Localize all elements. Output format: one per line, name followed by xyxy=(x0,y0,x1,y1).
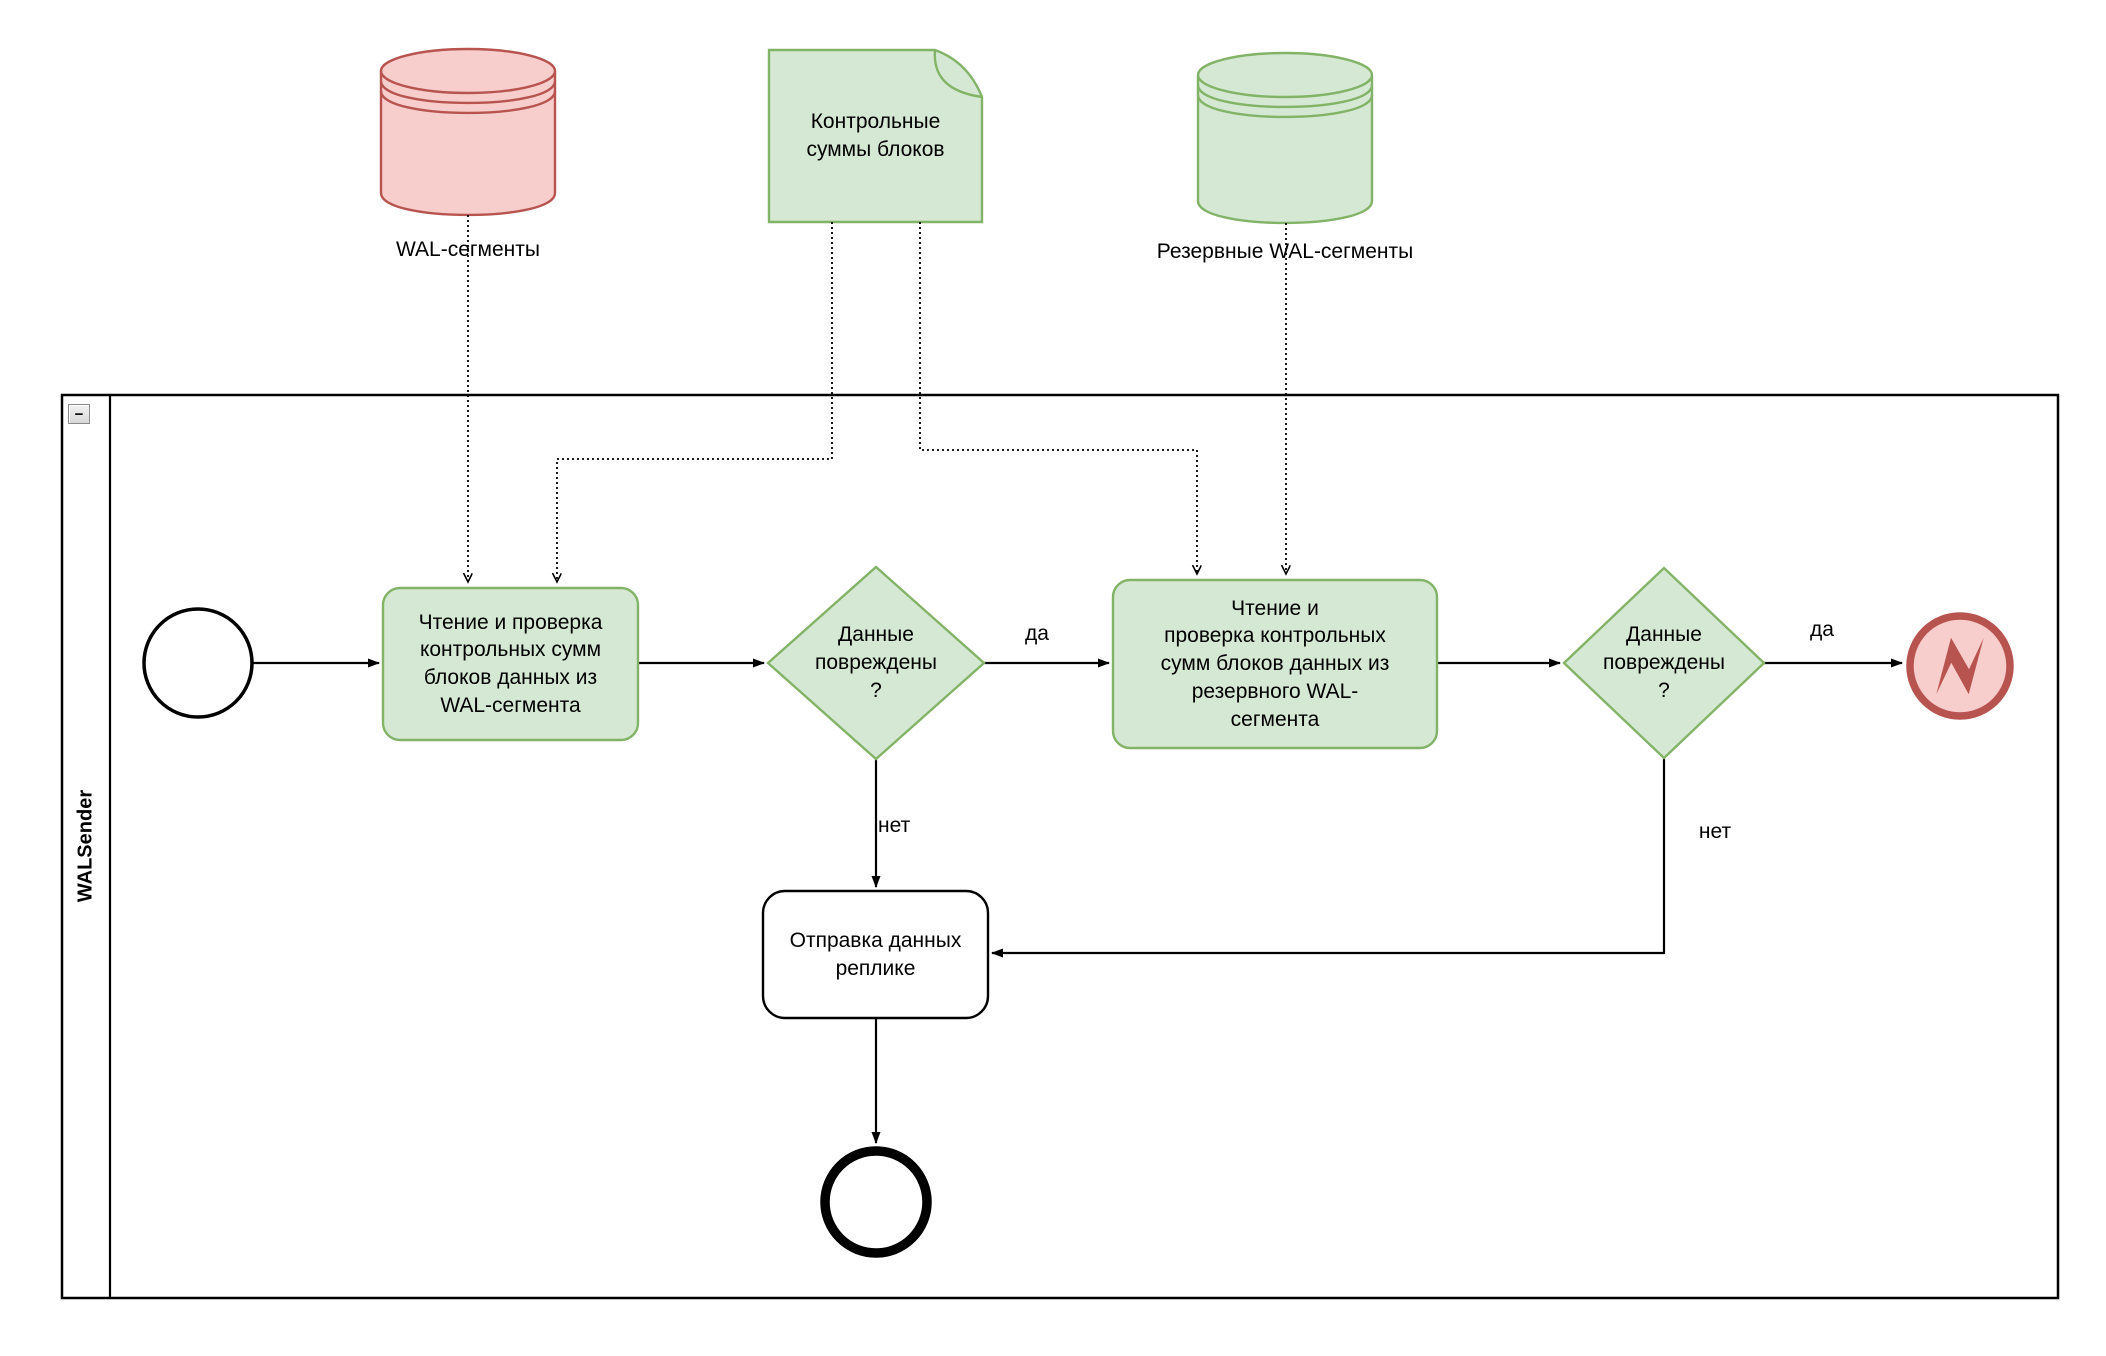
lane-title: WALSender xyxy=(74,789,97,903)
flow-label-yes-2: да xyxy=(1810,618,1834,641)
flow-label-no-2: нет xyxy=(1698,820,1732,843)
association-note-to-task2[interactable] xyxy=(919,222,1197,574)
task-read-backup-wal[interactable] xyxy=(1111,578,1439,750)
flow-label-no-1: нет xyxy=(878,814,911,837)
datastore-backup-wal-segments[interactable] xyxy=(1196,51,1374,225)
flow-gateway2-no-to-send[interactable] xyxy=(991,758,1666,958)
error-lightning-icon xyxy=(1936,637,1984,695)
swimlane-walsender[interactable] xyxy=(60,393,2060,1300)
end-event[interactable] xyxy=(820,1146,932,1258)
start-event[interactable] xyxy=(142,607,254,719)
error-end-event[interactable] xyxy=(1906,612,2014,720)
datastore-wal-segments-label: WAL-сегменты xyxy=(396,238,540,261)
flow-label-yes-1: да xyxy=(1025,622,1049,645)
gateway-data-corrupted-2[interactable] xyxy=(1562,566,1766,760)
lane-collapse-button[interactable]: − xyxy=(68,404,90,424)
gateway-data-corrupted-1[interactable] xyxy=(766,565,986,761)
note-block-checksums[interactable] xyxy=(767,48,984,224)
datastore-wal-segments[interactable] xyxy=(379,47,557,217)
task-send-to-replica[interactable] xyxy=(761,889,990,1020)
association-note-to-task1[interactable] xyxy=(557,222,833,582)
task-read-wal[interactable] xyxy=(381,586,640,742)
datastore-backup-wal-segments-label: Резервные WAL-сегменты xyxy=(1156,240,1414,263)
